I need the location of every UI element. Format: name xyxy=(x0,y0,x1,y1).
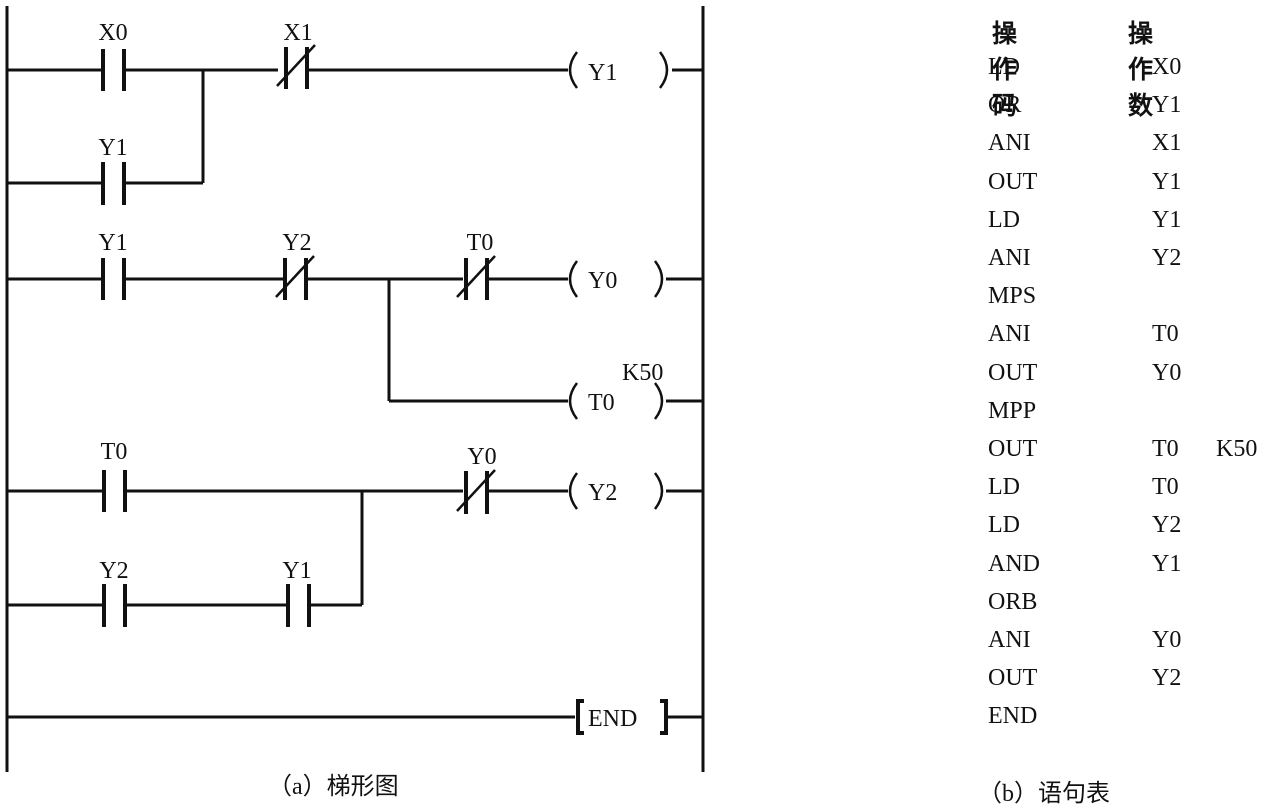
label-y2: Y2 xyxy=(282,230,311,256)
opcode-cell: LD xyxy=(988,512,1020,539)
statement-row: ANI T0 xyxy=(980,315,1274,353)
opcode-cell: ANI xyxy=(988,627,1031,653)
header-opcode: 操作码 xyxy=(992,19,1019,120)
statement-row: OUT Y0 xyxy=(980,354,1274,392)
operand-cell: Y0 xyxy=(1152,627,1182,653)
contact-y2-nc[interactable] xyxy=(275,255,315,300)
statement-row: AND Y1 xyxy=(980,545,1274,583)
label-y1-rung2: Y1 xyxy=(98,230,127,256)
statement-row: END xyxy=(980,697,1274,735)
contact-y1-no-rung2[interactable] xyxy=(101,258,126,300)
opcode-cell: OUT xyxy=(988,359,1038,386)
statement-row: OR Y1 xyxy=(980,86,1274,124)
statement-row: LD X0 xyxy=(980,48,1274,86)
statement-row: ANI Y2 xyxy=(980,239,1274,277)
opcode-cell: ANI xyxy=(988,321,1031,348)
end-label: END xyxy=(588,706,637,732)
statement-row: MPS xyxy=(980,277,1274,315)
contact-t0-nc[interactable] xyxy=(456,255,496,300)
end-instruction[interactable] xyxy=(576,699,668,735)
operand-cell: Y2 xyxy=(1152,512,1182,539)
contact-x1-nc[interactable] xyxy=(276,44,316,89)
statement-row: OUT T0 K50 xyxy=(980,430,1274,468)
coil-label-y1: Y1 xyxy=(588,60,617,86)
statement-row: ANI X1 xyxy=(980,124,1274,162)
label-y2-rung3: Y2 xyxy=(99,558,128,584)
contact-x0-no[interactable] xyxy=(101,49,126,91)
operand-cell: Y2 xyxy=(1152,245,1182,271)
rung-2 xyxy=(7,277,703,403)
label-y0: Y0 xyxy=(467,444,496,470)
operand-cell: Y1 xyxy=(1152,92,1182,119)
contact-y2-no[interactable] xyxy=(102,584,127,627)
statement-row: MPP xyxy=(980,392,1274,430)
contact-y1-no[interactable] xyxy=(101,162,126,205)
operand-cell: Y1 xyxy=(1152,206,1182,233)
label-x1: X1 xyxy=(283,20,312,46)
opcode-cell: OUT xyxy=(988,436,1038,462)
opcode-cell: LD xyxy=(988,474,1020,501)
operand-cell: X1 xyxy=(1152,130,1182,157)
label-y1-rung3: Y1 xyxy=(282,558,311,584)
label-y1: Y1 xyxy=(98,135,127,161)
statement-row: LD Y1 xyxy=(980,201,1274,239)
label-x0: X0 xyxy=(98,20,127,46)
statement-row: OUT Y2 xyxy=(980,659,1274,697)
label-t0-rung3: T0 xyxy=(101,439,128,465)
ladder-caption: （a）梯形图 xyxy=(268,774,399,800)
statement-row: LD Y2 xyxy=(980,506,1274,544)
operand-cell: T0 xyxy=(1152,436,1179,462)
operand-cell: Y2 xyxy=(1152,665,1182,692)
contact-y0-nc[interactable] xyxy=(456,469,496,514)
opcode-cell: ANI xyxy=(988,245,1031,271)
operand-cell: Y1 xyxy=(1152,168,1182,195)
rung-1 xyxy=(7,68,703,185)
coil-t0[interactable] xyxy=(568,382,664,420)
coil-label-y0: Y0 xyxy=(588,268,617,294)
contact-t0-no[interactable] xyxy=(102,470,127,512)
statement-row: ANI Y0 xyxy=(980,621,1274,659)
coil-y2[interactable] xyxy=(568,472,664,510)
opcode-cell: MPP xyxy=(988,397,1037,424)
coil-y1[interactable] xyxy=(568,51,669,89)
statement-row: ORB xyxy=(980,583,1274,621)
operand-cell: Y1 xyxy=(1152,550,1182,577)
contact-y1-no-rung3[interactable] xyxy=(286,584,311,627)
operand-cell: Y0 xyxy=(1152,359,1182,386)
opcode-cell: OUT xyxy=(988,665,1038,692)
opcode-cell: OR xyxy=(988,92,1022,119)
opcode-cell: LD xyxy=(988,54,1020,80)
operand-cell: T0 xyxy=(1152,321,1179,348)
coil-label-t0: T0 xyxy=(588,390,615,416)
statement-row: OUT Y1 xyxy=(980,163,1274,201)
opcode-cell: END xyxy=(988,703,1038,730)
opcode-cell: MPS xyxy=(988,283,1037,310)
opcode-cell: OUT xyxy=(988,168,1038,195)
opcode-cell: ANI xyxy=(988,130,1031,157)
coil-y0[interactable] xyxy=(568,260,664,298)
label-t0: T0 xyxy=(467,230,494,256)
rung-3 xyxy=(7,489,703,607)
opcode-cell: ORB xyxy=(988,588,1038,615)
opcode-cell: AND xyxy=(988,550,1040,577)
timer-preset-k50: K50 xyxy=(622,360,663,386)
operand-cell: X0 xyxy=(1152,54,1182,80)
operand-cell: T0 xyxy=(1152,474,1179,501)
statement-row: LD T0 xyxy=(980,468,1274,506)
constant-cell: K50 xyxy=(1216,436,1258,462)
coil-label-y2: Y2 xyxy=(588,480,617,506)
opcode-cell: LD xyxy=(988,206,1020,233)
ladder-diagram: X0 Y1 X1 Y1 Y1 Y2 T0 Y0 T0 K50 T0 Y2 Y1 … xyxy=(5,6,705,772)
header-operand: 操作数 xyxy=(1128,19,1155,120)
